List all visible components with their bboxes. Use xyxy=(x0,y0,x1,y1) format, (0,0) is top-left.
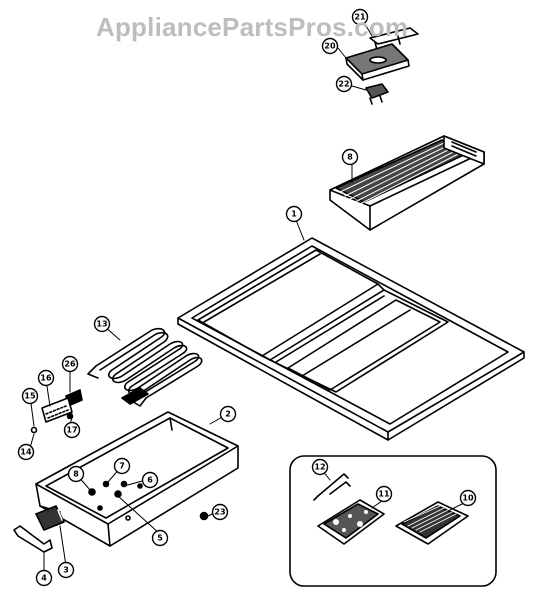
callout-labels: 21 20 22 8 1 13 26 16 15 17 14 2 8 7 6 5… xyxy=(20,13,474,583)
label-14: 14 xyxy=(20,448,32,457)
part-17-screw xyxy=(66,412,74,420)
part-8-grill-grate xyxy=(329,135,485,231)
part-hardware-small xyxy=(88,480,128,498)
part-3-latch xyxy=(35,505,65,531)
callout-16 xyxy=(37,369,55,387)
callout-20 xyxy=(321,37,339,55)
callout-26 xyxy=(61,355,79,373)
label-20: 20 xyxy=(324,42,336,51)
label-8: 8 xyxy=(347,153,353,162)
callout-6 xyxy=(141,471,159,489)
label-3: 3 xyxy=(63,566,69,575)
part-23-nut xyxy=(199,511,209,521)
callout-12 xyxy=(311,458,329,476)
callout-14 xyxy=(17,443,35,461)
callout-8 xyxy=(341,148,359,166)
label-16: 16 xyxy=(40,374,52,383)
callout-17 xyxy=(63,421,81,439)
callout-21 xyxy=(351,8,369,26)
label-12: 12 xyxy=(314,463,325,472)
part-20-cover xyxy=(345,43,410,81)
label-5: 5 xyxy=(157,534,163,543)
callout-4 xyxy=(35,569,53,587)
callout-7 xyxy=(113,457,131,475)
callout-13 xyxy=(93,315,111,333)
label-10: 10 xyxy=(462,494,474,503)
watermark: AppliancePartsPros.com xyxy=(96,12,409,42)
callout-23 xyxy=(211,503,229,521)
label-11: 11 xyxy=(378,490,390,499)
inset-box xyxy=(289,455,497,587)
part-14-screw xyxy=(30,426,38,434)
callout-5 xyxy=(151,529,169,547)
callout-3 xyxy=(57,561,75,579)
callouts xyxy=(17,8,477,587)
label-6: 6 xyxy=(147,476,153,485)
callout-22 xyxy=(335,75,353,93)
part-13-heating-element xyxy=(87,327,203,407)
label-26: 26 xyxy=(64,360,76,369)
callout-8b xyxy=(67,465,85,483)
callout-15 xyxy=(21,387,39,405)
label-2: 2 xyxy=(225,410,231,419)
label-17: 17 xyxy=(66,426,77,435)
label-22: 22 xyxy=(338,80,349,89)
label-7: 7 xyxy=(119,462,125,471)
label-1: 1 xyxy=(291,210,297,219)
label-8b: 8 xyxy=(73,470,79,479)
callout-1 xyxy=(285,205,303,223)
label-13: 13 xyxy=(96,320,107,329)
callout-10 xyxy=(459,489,477,507)
part-16-receptacle xyxy=(41,397,73,423)
label-15: 15 xyxy=(24,392,36,401)
label-21: 21 xyxy=(354,13,366,22)
part-4-clip xyxy=(13,525,53,553)
label-23: 23 xyxy=(214,508,225,517)
label-4: 4 xyxy=(41,574,47,583)
part-1-cooktop xyxy=(177,237,525,441)
callout-2 xyxy=(219,405,237,423)
part-22-clip xyxy=(365,83,389,105)
callout-11 xyxy=(375,485,393,503)
